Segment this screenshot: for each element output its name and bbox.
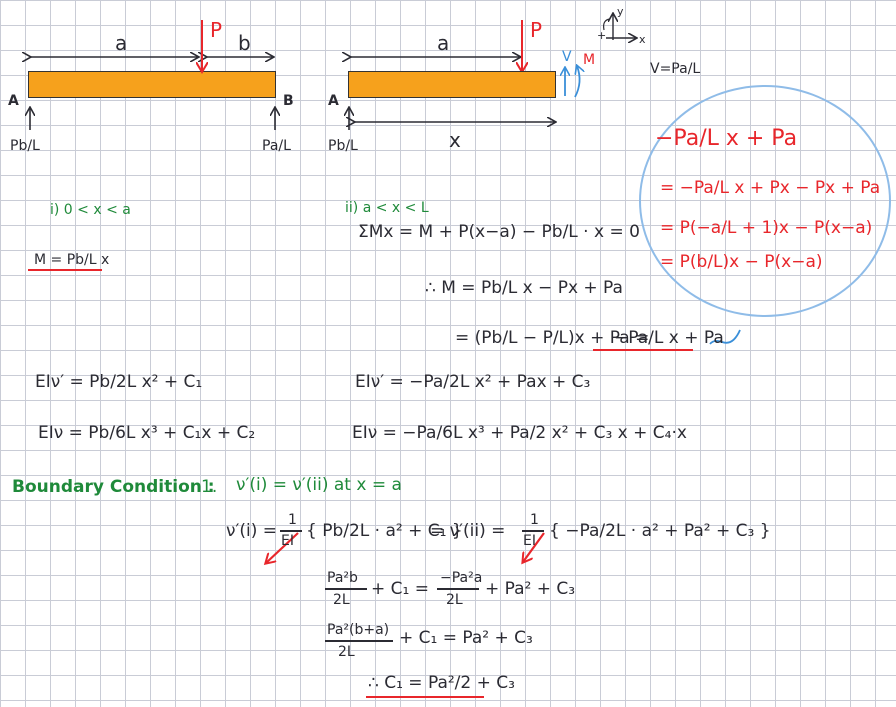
strike-arrow-2 <box>523 532 545 562</box>
support-a-label-1: A <box>8 93 19 109</box>
dim-a-label-2: a <box>437 31 450 55</box>
axis-y-label: y <box>617 5 624 18</box>
step1-rest1: + C₁ = <box>371 579 429 599</box>
circle-line-4: = P(b/L)x − P(x−a) <box>660 252 823 272</box>
beam-2 <box>348 71 556 98</box>
strike-arrow-1 <box>266 532 299 563</box>
step2-rest: + C₁ = Pa² + C₃ <box>399 628 533 648</box>
bc-lhs: ν′(i) = <box>226 521 277 541</box>
bc-eq: = ν′(ii) = <box>430 521 506 541</box>
axis-x-label: x <box>639 33 646 46</box>
case2-moment: ∴ M = Pb/L x − Px + Pa <box>425 278 623 298</box>
support-b-label-1: B <box>283 93 294 109</box>
circle-line-3: = P(−a/L + 1)x − P(x−a) <box>660 218 873 238</box>
moment-arrow <box>574 66 580 98</box>
dim-a-label-1: a <box>115 31 128 55</box>
case2-sum: ΣMx = M + P(x−a) − Pb/L · x = 0 <box>358 222 640 242</box>
circle-line-2: = −Pa/L x + Px − Px + Pa <box>660 178 881 198</box>
eq1-slope: EIν′ = Pb/2L x² + C₁ <box>35 372 203 392</box>
case2-result: −Pa/L x + Pa <box>614 328 724 348</box>
bc-frac-1 <box>280 530 302 532</box>
final-result: ∴ C₁ = Pa²/2 + C₃ <box>368 673 515 693</box>
step1-frac2 <box>437 588 479 590</box>
bc-one-2: 1 <box>530 512 539 528</box>
highlight-circle <box>639 85 891 317</box>
step1-rest2: + Pa² + C₃ <box>485 579 576 599</box>
step1-num: Pa²b <box>327 570 358 586</box>
support-a-label-2: A <box>328 93 339 109</box>
dim-x-label-2: x <box>449 128 461 152</box>
step2-frac <box>325 640 393 642</box>
eq2-deflection: EIν = −Pa/6L x³ + Pa/2 x² + C₃ x + C₄·x <box>352 423 687 443</box>
axis-rotation <box>603 18 611 31</box>
beam-1 <box>28 71 276 98</box>
load-label-2: P <box>530 18 543 42</box>
case2-simplified: = (Pb/L − P/L)x + Pa = <box>455 328 650 348</box>
eq1-deflection: EIν = Pb/6L x³ + C₁x + C₂ <box>38 423 256 443</box>
circle-pointer <box>709 329 741 345</box>
eq2-slope: EIν′ = −Pa/2L x² + Pax + C₃ <box>355 372 591 392</box>
step1-num2: −Pa²a <box>440 570 483 586</box>
boundary-condition: ν′(i) = ν′(ii) at x = a <box>236 475 402 495</box>
case2-underline <box>593 349 693 351</box>
bc-mid-2: { −Pa/2L · a² + Pa² + C₃ } <box>549 521 771 541</box>
step1-den: 2L <box>333 592 350 608</box>
shear-note: V=Pa/L <box>650 61 701 77</box>
bc-ei-1: EI <box>281 533 294 549</box>
step2-num: Pa²(b+a) <box>327 622 390 638</box>
boundary-item: 1. <box>201 477 218 497</box>
reaction-b-label-1: Pa/L <box>262 138 291 154</box>
reaction-a-label-1: Pb/L <box>10 138 40 154</box>
case1-underline <box>28 269 102 271</box>
step1-frac <box>325 588 367 590</box>
bc-ei-2: EI <box>523 533 536 549</box>
step1-den2: 2L <box>446 592 463 608</box>
boundary-title: Boundary Condition : <box>12 477 215 497</box>
step2-den: 2L <box>338 644 355 660</box>
case2-label: ii) a < x < L <box>345 200 429 216</box>
case1-moment: M = Pb/L x <box>34 252 110 268</box>
load-label-1: P <box>210 18 223 42</box>
circle-line-1: −Pa/L x + Pa <box>655 126 798 151</box>
bc-one-1: 1 <box>288 512 297 528</box>
bc-mid-1: { Pb/2L · a² + C₁ } <box>306 521 463 541</box>
shear-label: V <box>562 49 572 65</box>
reaction-a-label-2: Pb/L <box>328 138 358 154</box>
bc-frac-2 <box>522 530 544 532</box>
final-underline <box>366 696 484 698</box>
case1-label: i) 0 < x < a <box>50 202 131 218</box>
moment-label: M <box>583 52 596 68</box>
axis-plus-label: + <box>597 29 607 42</box>
dim-b-label-1: b <box>238 31 251 55</box>
